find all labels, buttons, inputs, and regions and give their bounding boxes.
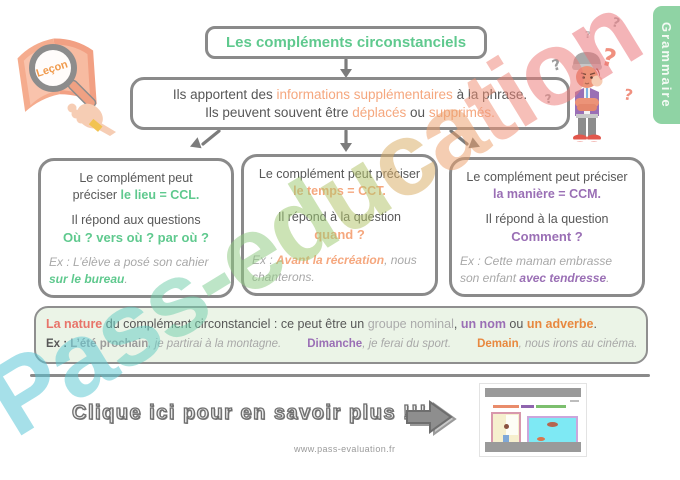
nature-nom: un nom: [460, 317, 506, 331]
cta-arrow-icon[interactable]: [405, 396, 457, 440]
temps-question-words: quand ?: [314, 226, 365, 242]
maniere-example: Ex : Cette maman embrasse son enfant ave…: [460, 253, 634, 287]
thumbnail-footer-bar: [485, 442, 581, 452]
temps-questions: Il répond à la question quand ?: [252, 209, 427, 243]
question-mark-icon: ?: [622, 85, 635, 105]
maniere-question-label: Il répond à la question: [485, 211, 609, 226]
category-tab-label: Grammaire: [659, 21, 674, 109]
example-label: Ex :: [46, 338, 71, 350]
intro-l2-highlight-2: supprimés.: [428, 105, 495, 120]
maniere-questions: Il répond à la question Comment ?: [460, 211, 634, 245]
lieu-intro-line1: Le complément peut: [79, 171, 193, 185]
nature-mid1: du complément circonstanciel : ce peut ê…: [102, 317, 368, 331]
maniere-example-pre: Ex : Cette maman embrasse son enfant: [460, 254, 613, 286]
page-title: Les compléments circonstanciels: [205, 26, 487, 59]
nature-examples: Ex : L’été prochain, je partirai à la mo…: [46, 338, 638, 350]
lieu-example-post: .: [124, 272, 128, 287]
box-temps-cct: Le complément peut préciser le temps = C…: [241, 154, 438, 296]
question-mark-icon: ?: [585, 30, 591, 41]
category-tab-grammaire: Grammaire: [653, 6, 680, 124]
maniere-example-highlight: avec tendresse: [519, 271, 607, 286]
nature-line: La nature du complément circonstanciel :…: [46, 317, 636, 331]
confused-student-illustration: [572, 52, 603, 142]
nature-example-3: Demain, nous irons au cinéma.: [477, 338, 637, 350]
temps-intro-line1: Le complément peut préciser: [258, 167, 421, 181]
thumbnail-header-bar: [485, 388, 581, 397]
intro-l2-highlight-1: déplacés: [352, 105, 407, 120]
temps-intro-highlight: le temps = CCT.: [293, 183, 386, 198]
maniere-example-post: .: [606, 271, 610, 286]
lieu-intro-highlight: le lieu = CCL.: [120, 187, 200, 202]
lieu-example-highlight: sur le bureau: [49, 272, 125, 287]
nature-mid3: ou: [505, 317, 527, 331]
lieu-example: Ex : L’élève a posé son cahier sur le bu…: [49, 254, 223, 288]
lieu-intro: Le complément peut préciser le lieu = CC…: [49, 170, 223, 204]
intro-line-1: Ils apportent des informations supplémen…: [173, 87, 527, 102]
maniere-intro-line1: Le complément peut préciser: [466, 170, 628, 184]
example3-rest: , nous irons au cinéma.: [518, 338, 638, 350]
example2-rest: , je ferai du sport.: [362, 338, 452, 350]
intro-l1-post: à la phrase.: [452, 87, 528, 102]
lieu-intro-line2: préciser le lieu = CCL.: [49, 187, 223, 204]
maniere-intro: Le complément peut préciser la manière =…: [460, 169, 634, 203]
nature-mid2: ,: [453, 317, 461, 331]
lieu-question-label: Il répond aux questions: [71, 212, 201, 227]
temps-example: Ex : Avant la récréation, nous chanteron…: [252, 252, 427, 286]
temps-intro: Le complément peut préciser le temps = C…: [252, 166, 427, 200]
intro-box: Ils apportent des informations supplémen…: [130, 77, 570, 130]
example3-highlight: Demain: [477, 338, 519, 350]
nature-example-1: Ex : L’été prochain, je partirai à la mo…: [46, 338, 281, 350]
lieu-question-words: Où ? vers où ? par où ?: [63, 229, 209, 245]
temps-example-pre: Ex :: [252, 253, 277, 268]
intro-l1-highlight: informations supplémentaires: [276, 87, 453, 102]
nature-example-2: Dimanche, je ferai du sport.: [307, 338, 451, 350]
nature-end: .: [593, 317, 597, 331]
example1-rest: , je partirai à la montagne.: [148, 338, 282, 350]
temps-question-label: Il répond à la question: [277, 209, 401, 224]
example1-highlight: L’été prochain: [70, 338, 149, 350]
nature-groupe-nominal: groupe nominal: [367, 317, 454, 331]
thumbnail-menu-dash: [570, 400, 579, 402]
cta-link[interactable]: Clique ici pour en savoir plus !!!: [71, 401, 428, 424]
intro-l2-mid: ou: [406, 105, 429, 120]
question-mark-icon: ?: [610, 15, 622, 32]
box-lieu-ccl: Le complément peut préciser le lieu = CC…: [38, 158, 234, 298]
example2-highlight: Dimanche: [307, 338, 363, 350]
lieu-questions: Il répond aux questions Où ? vers où ? p…: [49, 212, 223, 246]
intro-line-2: Ils peuvent souvent être déplacés ou sup…: [205, 105, 495, 120]
temps-example-post: , nous chanterons.: [252, 253, 417, 285]
box-maniere-ccm: Le complément peut préciser la manière =…: [449, 157, 645, 297]
lesson-book-magnifier-icon: Leçon: [17, 38, 116, 136]
lieu-example-pre: Ex : L’élève a posé son cahier: [49, 255, 209, 270]
maniere-intro-highlight: la manière = CCM.: [492, 186, 602, 201]
nature-adverbe: un adverbe: [526, 317, 594, 331]
temps-example-highlight: Avant la récréation: [276, 253, 385, 268]
question-mark-icon: ?: [549, 55, 563, 75]
lieu-intro-pre: préciser: [72, 187, 121, 202]
thumbnail-caption-line: [493, 405, 566, 408]
intro-l2-pre: Ils peuvent souvent être: [205, 105, 353, 120]
footer-divider: [30, 374, 650, 377]
nature-highlight: La nature: [46, 317, 103, 331]
nature-box: La nature du complément circonstanciel :…: [34, 306, 648, 364]
footer-url: www.pass-evaluation.fr: [294, 444, 396, 454]
lesson-preview-thumbnail[interactable]: [479, 383, 587, 457]
maniere-question-words: Comment ?: [511, 228, 583, 244]
intro-l1-pre: Ils apportent des: [172, 87, 277, 102]
